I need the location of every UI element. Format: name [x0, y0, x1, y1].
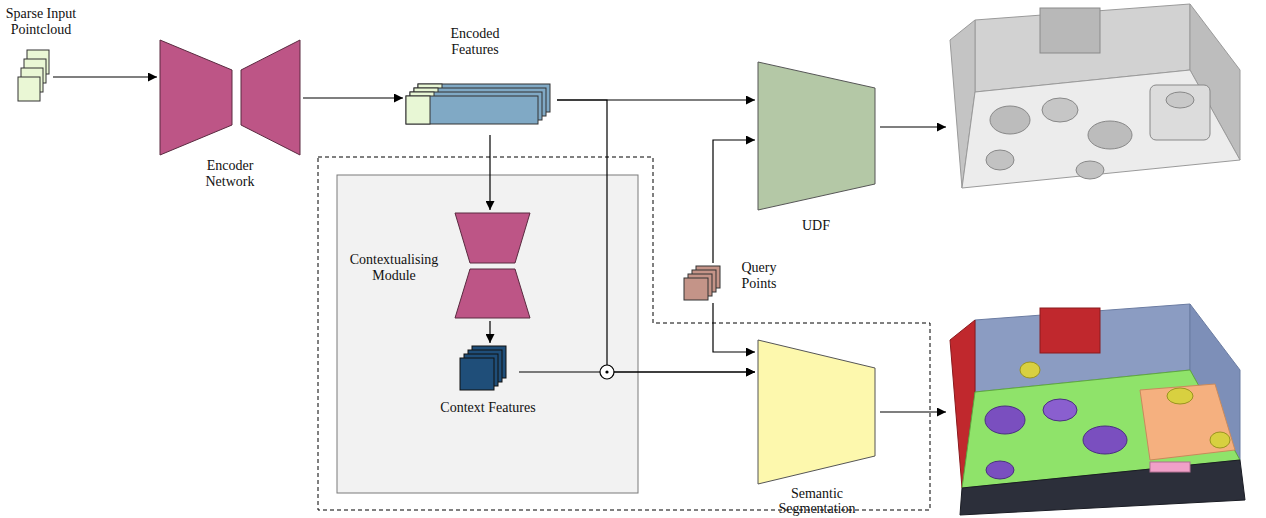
connector-arrow	[303, 97, 403, 98]
decoder-trapezoid: Semantic Segmentation	[758, 340, 875, 484]
node-shape	[758, 340, 875, 484]
feature-stack: Context Features	[460, 346, 516, 394]
connector-arrow	[489, 135, 490, 210]
node-label: Context Features	[423, 400, 553, 416]
hourglass-module: Contextualising Module	[455, 213, 530, 318]
elementwise-product-dot	[605, 370, 608, 373]
connector-arrow	[713, 303, 755, 352]
node-label: UDF	[786, 218, 846, 234]
output-arrow	[880, 126, 946, 127]
node-shape	[758, 62, 875, 210]
node-label: Semantic Segmentation	[765, 486, 869, 516]
context-panel	[337, 175, 638, 493]
connector-arrow	[519, 371, 755, 372]
node-shape	[455, 213, 530, 318]
node-label: Query Points	[728, 260, 790, 292]
connector-arrow	[489, 321, 490, 343]
segmented-reconstruction	[950, 304, 1245, 515]
node-shape	[406, 84, 554, 132]
node-label: Encoded Features	[430, 26, 520, 58]
node-label: Encoder Network	[190, 158, 270, 190]
node-label: Sparse Input Pointcloud	[2, 6, 80, 38]
decoder-trapezoid: UDF	[758, 62, 875, 210]
dashed-region	[318, 157, 930, 510]
connector-arrow	[713, 140, 755, 263]
input-pointcloud: Sparse Input Pointcloud	[18, 50, 50, 102]
feature-stack: Encoded Features	[406, 84, 554, 132]
node-shape	[460, 346, 516, 394]
query-stack: Query Points	[684, 266, 724, 300]
node-shape	[684, 266, 724, 300]
mesh-reconstruction	[950, 4, 1240, 188]
node-label: Contextualising Module	[338, 252, 450, 284]
connector-arrow	[557, 100, 755, 372]
elementwise-product	[600, 365, 614, 379]
node-shape	[160, 40, 300, 155]
encoder-network: Encoder Network	[160, 40, 300, 155]
output-arrow	[880, 411, 946, 412]
node-shape	[18, 50, 50, 102]
connector-arrow	[53, 76, 157, 77]
